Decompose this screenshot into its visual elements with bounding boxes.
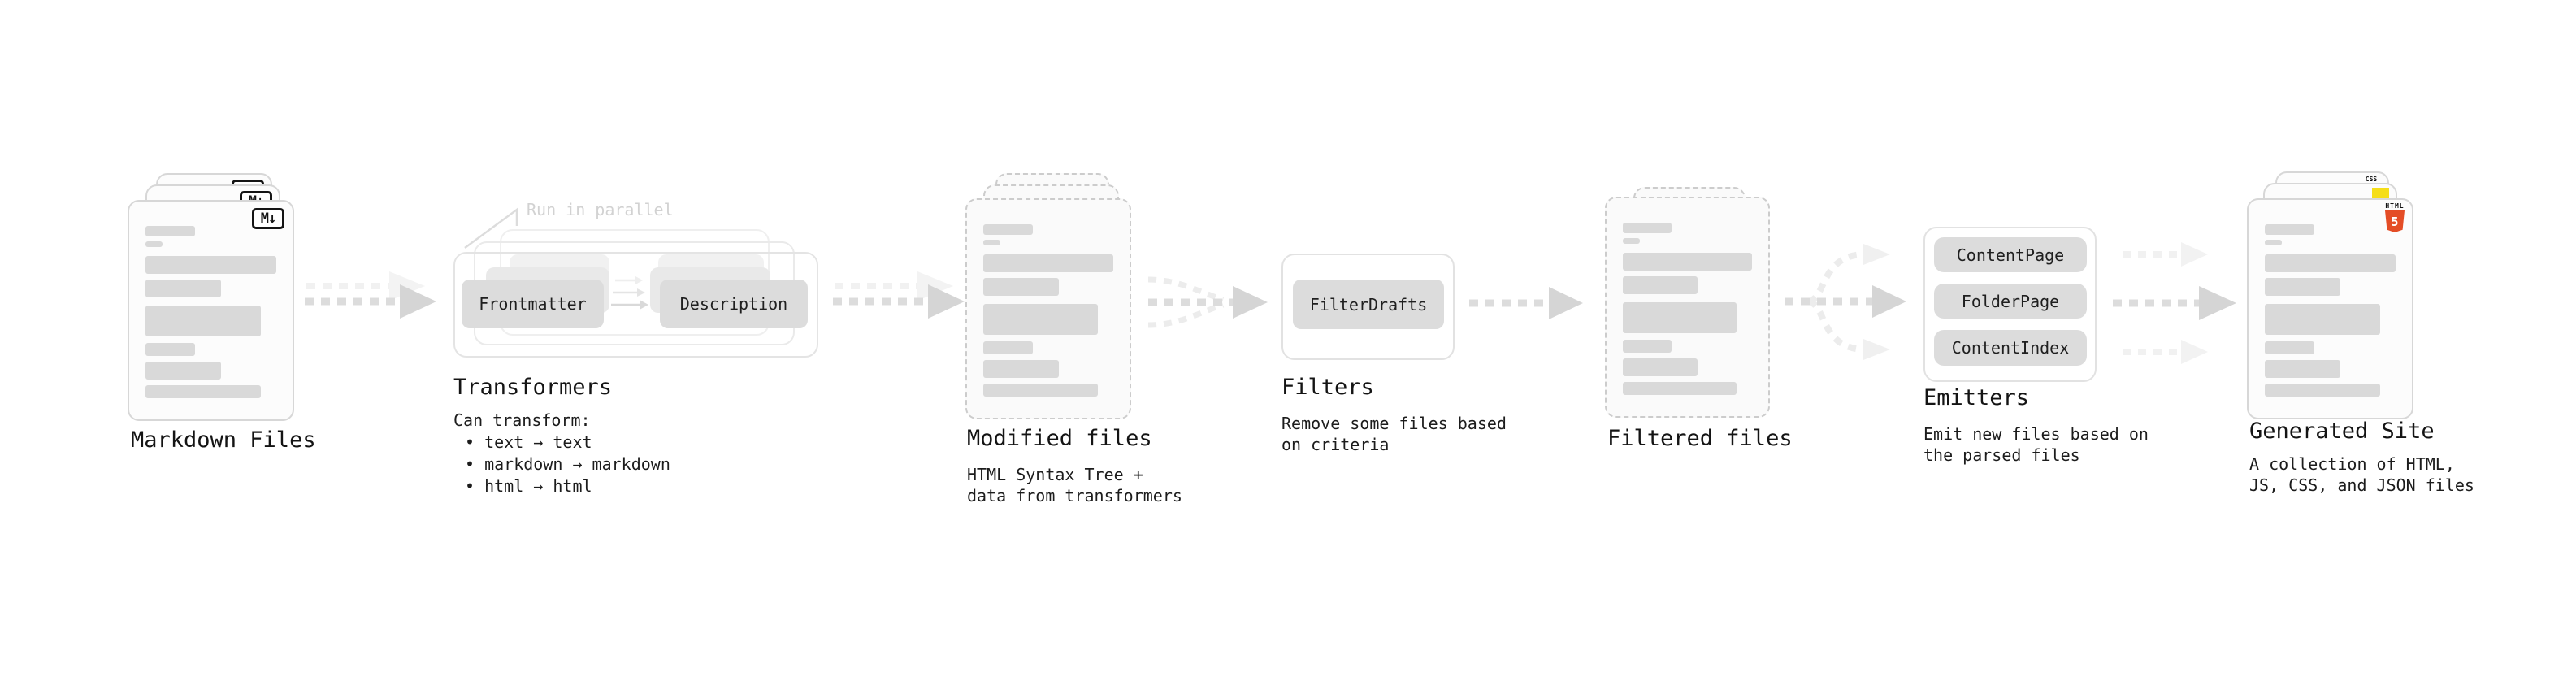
document-skeleton — [2265, 224, 2396, 397]
arrow-filters-to-filtered — [1469, 287, 1583, 319]
skeleton-line — [983, 360, 1059, 378]
transformer-node-description: Description — [660, 280, 808, 328]
skeleton-line — [2265, 278, 2341, 296]
skeleton-line — [145, 385, 261, 398]
stage-title-emitters: Emitters — [1923, 385, 2030, 410]
arrow-filtered-to-emitters — [1785, 244, 1906, 360]
transformers-desc-heading: Can transform: — [453, 410, 591, 430]
skeleton-line — [2265, 254, 2396, 272]
emitters-desc-line1: Emit new files based on — [1923, 424, 2149, 444]
generated-desc-line1: A collection of HTML, — [2249, 454, 2455, 474]
parallel-step-arrows — [611, 276, 648, 310]
arrow-emitters-to-generated — [2113, 242, 2236, 364]
js-file-icon — [2372, 188, 2389, 198]
skeleton-line — [1623, 302, 1737, 333]
skeleton-line — [983, 240, 1000, 245]
filters-desc-line1: Remove some files based — [1281, 414, 1507, 433]
skeleton-line — [1623, 253, 1752, 271]
markdown-icon: M↓ — [252, 208, 284, 229]
transformer-layer-front — [453, 252, 818, 358]
html5-shield: 5 — [2385, 210, 2405, 232]
skeleton-line — [983, 278, 1059, 296]
skeleton-line — [145, 343, 196, 356]
emitters-desc-line2: the parsed files — [1923, 445, 2080, 465]
skeleton-line — [983, 224, 1033, 235]
document-skeleton — [983, 224, 1113, 397]
filters-desc-line2: on criteria — [1281, 435, 1390, 454]
stage-title-filtered-files: Filtered files — [1607, 426, 1793, 451]
stage-title-filters: Filters — [1281, 375, 1374, 400]
skeleton-line — [1623, 238, 1640, 244]
document-skeleton — [1623, 223, 1752, 395]
skeleton-line — [983, 254, 1113, 272]
transformers-bullet: • markdown → markdown — [465, 454, 670, 474]
stage-title-markdown-files: Markdown Files — [131, 427, 316, 453]
html5-icon-label: HTML — [2385, 202, 2405, 210]
skeleton-line — [983, 304, 1098, 335]
emitter-node-contentindex: ContentIndex — [1934, 330, 2087, 366]
skeleton-line — [145, 226, 196, 236]
arrow-markdown-to-transformers — [305, 271, 436, 319]
html5-icon: HTML 5 — [2384, 203, 2405, 232]
skeleton-line — [145, 362, 222, 380]
generated-desc-line2: JS, CSS, and JSON files — [2249, 475, 2474, 495]
transformer-node-frontmatter: Frontmatter — [462, 280, 604, 328]
css-icon-label: CSS — [2365, 176, 2378, 183]
skeleton-line — [2265, 240, 2282, 245]
modified-desc-line2: data from transformers — [967, 486, 1182, 505]
annotation-leader-line — [464, 207, 518, 249]
skeleton-line — [145, 280, 222, 297]
skeleton-line — [145, 241, 163, 247]
filtered-file-card-front — [1605, 197, 1770, 418]
markdown-file-card-front: M↓ — [128, 200, 294, 421]
skeleton-line — [1623, 382, 1737, 395]
modified-file-card-front — [965, 198, 1131, 419]
skeleton-line — [1623, 358, 1698, 376]
skeleton-line — [1623, 340, 1672, 353]
arrow-modified-to-filters — [1147, 276, 1268, 328]
arrow-transformers-to-modified — [833, 271, 965, 319]
skeleton-line — [145, 306, 261, 336]
html5-number: 5 — [2391, 214, 2399, 229]
transformers-bullet: • text → text — [465, 432, 592, 452]
skeleton-line — [2265, 360, 2341, 378]
run-in-parallel-annotation: Run in parallel — [527, 200, 674, 219]
generated-file-card-html: HTML 5 — [2247, 198, 2413, 419]
emitter-node-contentpage: ContentPage — [1934, 237, 2087, 272]
document-skeleton — [145, 226, 276, 398]
skeleton-line — [983, 384, 1098, 397]
transformers-bullet: • html → html — [465, 476, 592, 496]
filter-node-filterdrafts: FilterDrafts — [1293, 280, 1444, 329]
skeleton-line — [2265, 224, 2315, 235]
stage-title-modified-files: Modified files — [967, 426, 1152, 451]
skeleton-line — [2265, 384, 2380, 397]
stage-title-transformers: Transformers — [453, 375, 613, 400]
skeleton-line — [1623, 276, 1698, 294]
skeleton-line — [145, 256, 276, 274]
emitter-node-folderpage: FolderPage — [1934, 284, 2087, 319]
skeleton-line — [1623, 223, 1672, 233]
skeleton-line — [2265, 341, 2315, 354]
skeleton-line — [983, 341, 1033, 354]
modified-desc-line1: HTML Syntax Tree + — [967, 465, 1143, 484]
skeleton-line — [2265, 304, 2380, 335]
stage-title-generated-site: Generated Site — [2249, 419, 2435, 444]
